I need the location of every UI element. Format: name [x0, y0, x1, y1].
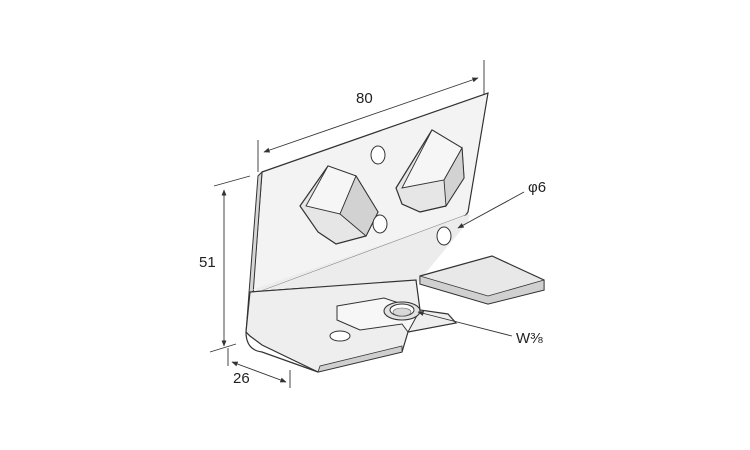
leader-thread: [417, 310, 513, 337]
leader-hole: [457, 191, 525, 229]
side-tab: [419, 255, 545, 305]
dimension-80-label: 80: [356, 90, 373, 107]
dimension-26: [227, 348, 291, 388]
thread-size-label: W⅜: [516, 330, 543, 347]
dimension-80: [257, 60, 485, 172]
lug-left: [299, 165, 379, 245]
dimension-26-label: 26: [233, 370, 250, 387]
dimension-51-label: 51: [199, 254, 216, 271]
dimension-51: [209, 175, 251, 353]
base-plate: [245, 279, 458, 373]
hole-diameter-label: φ6: [528, 179, 547, 196]
